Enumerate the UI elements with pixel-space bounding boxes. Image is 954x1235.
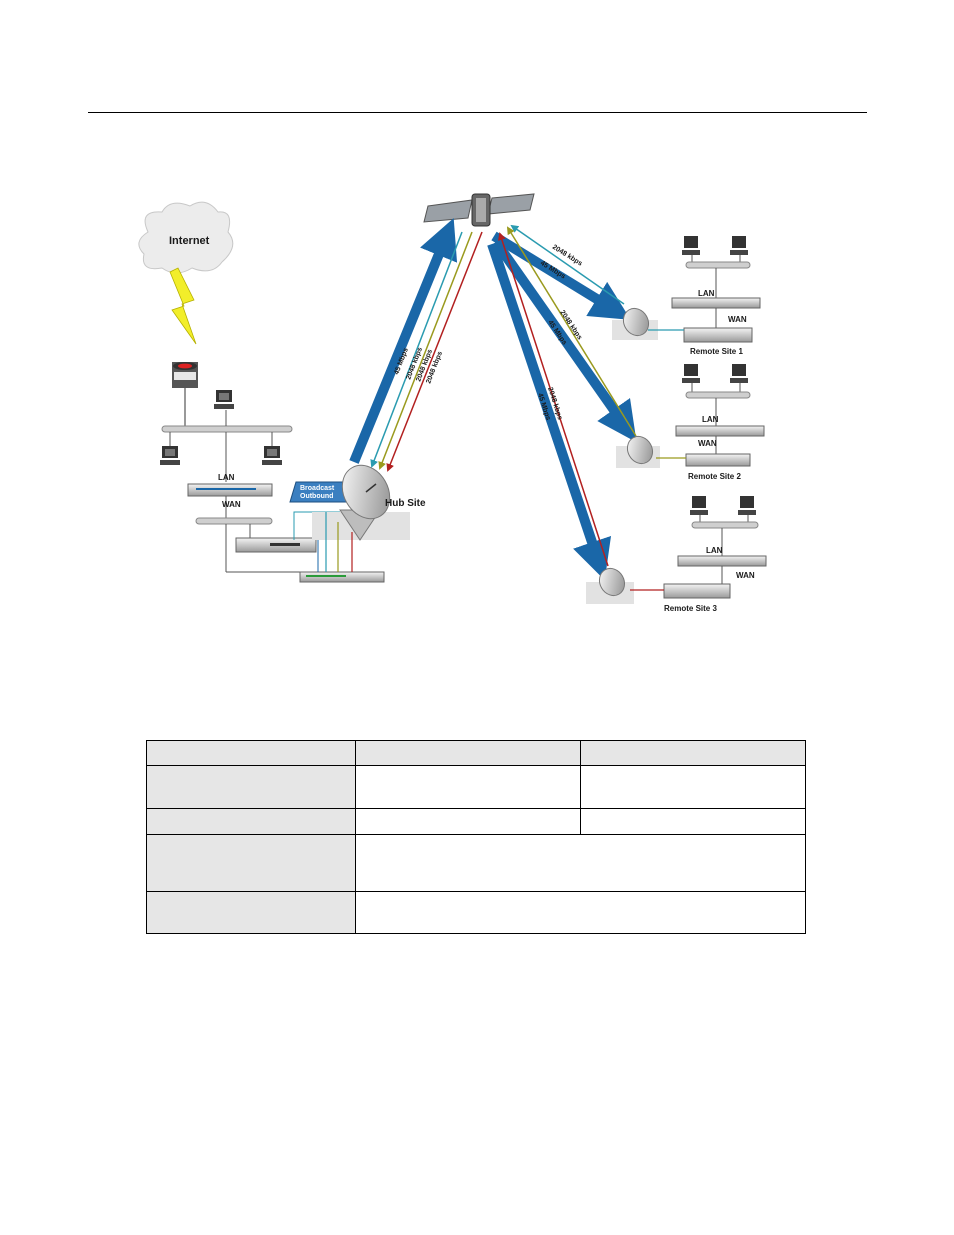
table-cell xyxy=(580,740,806,766)
site2-downlink-arrow xyxy=(491,239,637,443)
hub-wan-label: WAN xyxy=(222,500,241,509)
svg-text:WAN: WAN xyxy=(698,439,717,448)
remote-site-2: LAN WAN Remote Site 2 xyxy=(616,364,765,481)
table-cell xyxy=(355,808,581,835)
internet-cloud: Internet xyxy=(138,201,234,274)
table-row xyxy=(146,740,806,766)
hub-site-label: Hub Site xyxy=(385,498,426,509)
computer-icon xyxy=(262,446,282,465)
table-cell xyxy=(355,891,806,934)
table-row xyxy=(146,808,806,835)
table-cell xyxy=(355,834,806,892)
remote-site-3: LAN WAN Remote Site 3 xyxy=(586,496,767,613)
computer-icon xyxy=(738,496,756,515)
remote-site-2-label: Remote Site 2 xyxy=(688,472,741,481)
lightning-icon xyxy=(169,267,197,345)
table-row xyxy=(146,891,806,934)
svg-text:Broadcast: Broadcast xyxy=(300,485,335,492)
router-icon xyxy=(172,362,198,388)
hub-satellite-dish xyxy=(312,464,410,541)
table-row xyxy=(146,834,806,892)
internet-label: Internet xyxy=(169,235,210,247)
computer-icon xyxy=(730,364,748,383)
svg-text:LAN: LAN xyxy=(706,546,723,555)
satellite-network-diagram: Internet LAN WAN Broadcast xyxy=(138,193,767,613)
svg-text:LAN: LAN xyxy=(702,415,719,424)
table-cell xyxy=(580,808,806,835)
computer-icon xyxy=(682,364,700,383)
remote-site-3-label: Remote Site 3 xyxy=(664,604,717,613)
hub-lan-label: LAN xyxy=(218,473,235,482)
table-cell xyxy=(146,834,356,892)
table-cell xyxy=(146,740,356,766)
hub-uplink-arrow xyxy=(349,218,458,464)
hub-wan-bus xyxy=(195,517,273,525)
table-cell xyxy=(355,765,581,809)
computer-icon xyxy=(730,236,748,255)
site1-downlink-arrow xyxy=(491,231,631,320)
table-cell xyxy=(146,765,356,809)
computer-icon xyxy=(214,390,234,409)
table-cell xyxy=(580,765,806,809)
satellite-icon xyxy=(423,193,535,227)
hub-lan-bus xyxy=(161,425,293,433)
spec-table xyxy=(146,740,806,934)
svg-text:WAN: WAN xyxy=(728,315,747,324)
table-cell xyxy=(146,891,356,934)
computer-icon xyxy=(682,236,700,255)
svg-text:Outbound: Outbound xyxy=(300,493,333,500)
computer-icon xyxy=(160,446,180,465)
computer-icon xyxy=(690,496,708,515)
broadcast-outbound-box: Broadcast Outbound xyxy=(289,481,351,503)
svg-text:WAN: WAN xyxy=(736,571,755,580)
remote-site-1-label: Remote Site 1 xyxy=(690,347,743,356)
remote-site-1: LAN WAN Remote Site 1 xyxy=(612,236,761,356)
svg-text:LAN: LAN xyxy=(698,289,715,298)
header-rule xyxy=(88,112,867,113)
site3-downlink-arrow xyxy=(487,242,612,581)
table-cell xyxy=(355,740,581,766)
table-cell xyxy=(146,808,356,835)
table-row xyxy=(146,765,806,809)
